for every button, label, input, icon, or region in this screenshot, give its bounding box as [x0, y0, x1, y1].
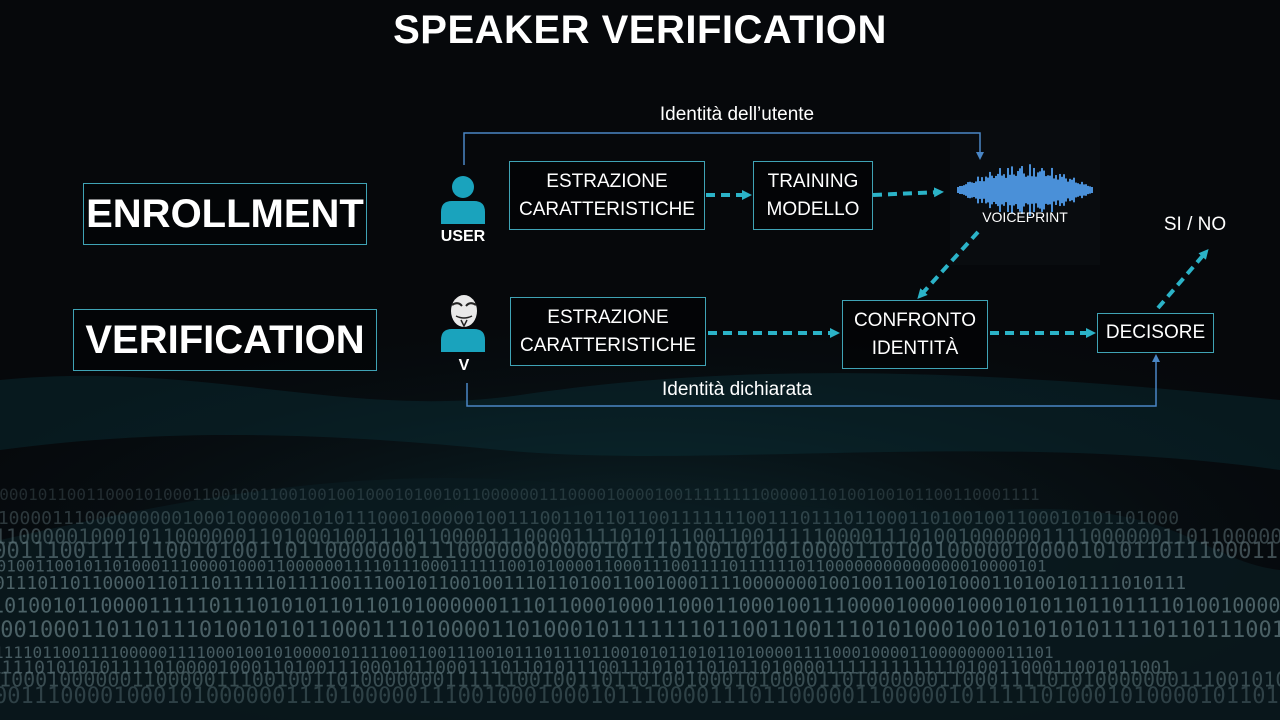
- enroll-identity-line: [463, 132, 984, 165]
- user-identity-label: Identità dell’utente: [659, 104, 815, 125]
- voiceprint-label: VOICEPRINT: [982, 209, 1068, 225]
- verification-label-box: VERIFICATION: [73, 309, 377, 371]
- masked-user-icon: [441, 295, 485, 352]
- declared-identity-line: [466, 354, 1160, 407]
- verification-label: VERIFICATION: [85, 317, 365, 362]
- verification-user-label: V: [458, 357, 470, 374]
- training-model-box: TRAINING MODELLO: [753, 161, 873, 230]
- user-label: USER: [440, 228, 486, 245]
- declared-identity-label: Identità dichiarata: [662, 379, 812, 400]
- output-label: SI / NO: [1163, 214, 1227, 235]
- verify-feature-extraction-box: ESTRAZIONE CARATTERISTICHE: [510, 297, 706, 366]
- identity-comparison-box: CONFRONTO IDENTITÀ: [842, 300, 988, 369]
- enrollment-label-box: ENROLLMENT: [83, 183, 367, 245]
- voiceprint-waveform: [957, 164, 1093, 216]
- decider-box: DECISORE: [1097, 313, 1214, 353]
- arrow-decider-to-output: [1156, 248, 1209, 310]
- page-title: SPEAKER VERIFICATION: [393, 8, 887, 52]
- enroll-feature-extraction-box: ESTRAZIONE CARATTERISTICHE: [509, 161, 705, 230]
- arrow-training-to-voiceprint: [872, 187, 944, 198]
- user-icon: [441, 176, 485, 224]
- enrollment-label: ENROLLMENT: [86, 191, 364, 236]
